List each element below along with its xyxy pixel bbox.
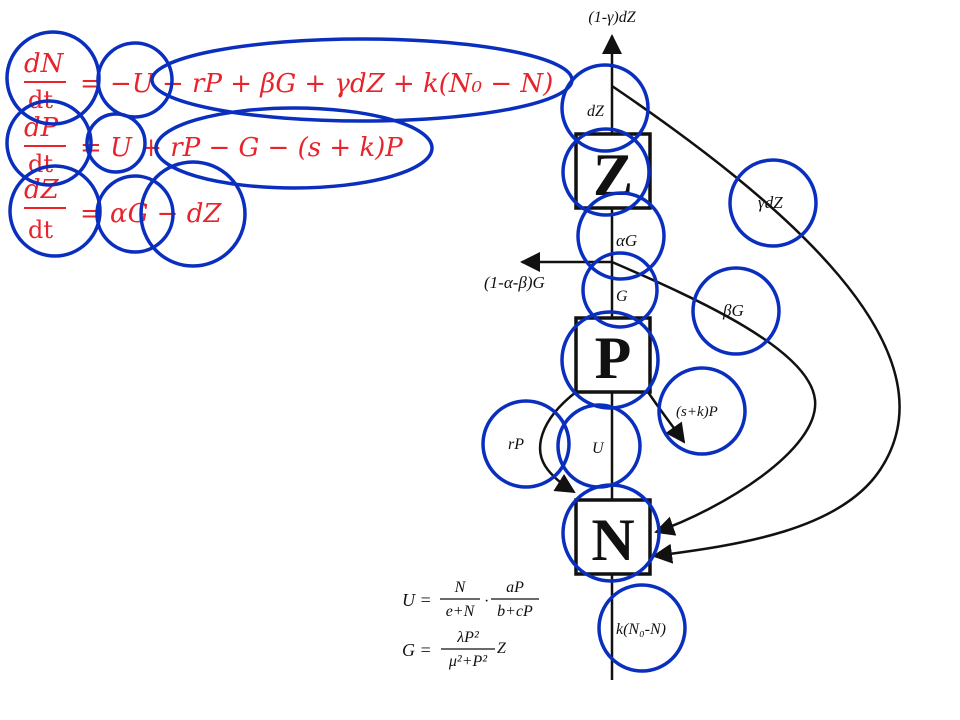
eq-p-rhs: = U + rP − G − (s + k)P (80, 133, 403, 163)
formula-g-den: μ²+P² (448, 653, 488, 670)
label-input: k(N₀-N) (616, 621, 666, 638)
eq-z-rhs: = αG − dZ (80, 199, 222, 229)
label-alpha-g: αG (616, 231, 637, 250)
eq-n-rhs: = −U − rP + βG + γdZ + k(N₀ − N) (80, 69, 553, 99)
sk-p-flow (646, 391, 686, 444)
annotation-circle (691, 266, 781, 356)
rp-flow (539, 391, 577, 494)
annotation-ellipse (154, 106, 434, 190)
eq-n-lhs-num: dN (24, 49, 65, 79)
box-p-label: P (595, 325, 632, 391)
annotation-circle (481, 399, 571, 489)
label-dz: dZ (587, 103, 605, 120)
formula-u-f2-den: b+cP (497, 603, 533, 620)
formula-u-f1-num: N (454, 579, 467, 596)
annotation-circle (95, 174, 175, 254)
annotation-circle (576, 191, 666, 281)
label-sk-p: (s+k)P (676, 404, 718, 420)
box-n-label: N (591, 507, 634, 573)
annotation-layer (5, 30, 818, 673)
annotation-circle (597, 583, 687, 673)
box-p: P (574, 316, 652, 394)
annotation-circle (561, 127, 651, 217)
annotation-circle (657, 366, 747, 456)
formula-u-dot: · (484, 593, 489, 610)
formula-u-f1-den: e+N (446, 603, 476, 620)
gamma-dz-flow (611, 84, 901, 564)
annotation-circle (5, 99, 93, 187)
formula-u: U = N e+N · aP b+cP (402, 579, 539, 620)
formula-g-num: λP² (456, 629, 480, 646)
formula-g-tail: Z (497, 640, 507, 657)
label-beta-g: βG (722, 301, 744, 320)
annotation-circle (85, 112, 147, 174)
label-rp: rP (508, 436, 524, 453)
label-g: G (616, 288, 628, 305)
formula-u-f2-num: aP (506, 579, 524, 596)
label-loss-g: (1-α-β)G (484, 273, 545, 292)
label-top-export: (1-γ)dZ (588, 9, 636, 26)
annotation-circle (139, 160, 247, 268)
label-gamma-dz: γdZ (758, 193, 783, 212)
equation-z: dZ dt = αG − dZ (24, 175, 222, 244)
formula-g: G = λP² μ²+P² Z (402, 629, 507, 670)
box-n: N (574, 498, 652, 576)
eq-z-lhs-den: dt (28, 216, 53, 244)
annotation-circle (581, 251, 659, 329)
formula-g-lhs: G = (402, 640, 432, 660)
annotation-circle (560, 63, 650, 153)
annotation-circle (96, 41, 174, 119)
annotation-circle (561, 483, 661, 583)
label-u: U (592, 440, 605, 457)
formula-u-lhs: U = (402, 590, 432, 610)
annotation-circle (728, 158, 818, 248)
annotation-circle (8, 164, 102, 258)
equation-n: dN dt = −U − rP + βG + γdZ + k(N₀ − N) (24, 49, 553, 114)
